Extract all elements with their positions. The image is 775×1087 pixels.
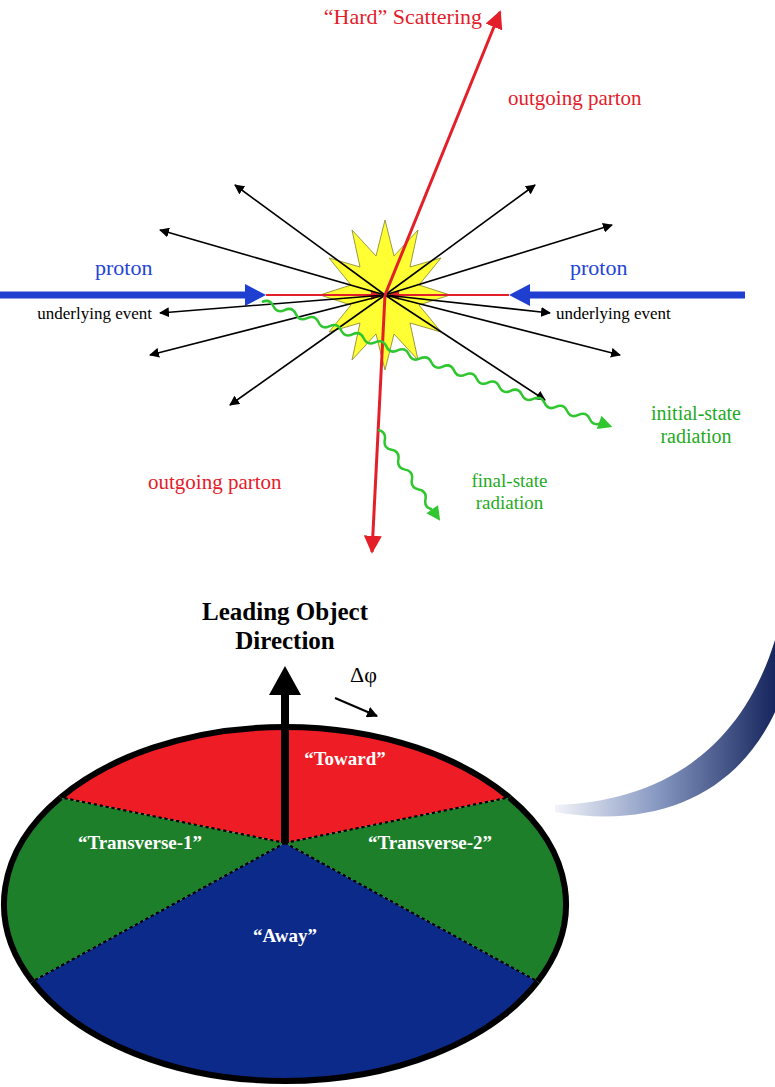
radiation-label: final-state radiation: [452, 470, 567, 514]
delta-phi-arrow: [335, 698, 377, 716]
region-label-holder: “Away”: [253, 925, 317, 947]
incoming-parton: [266, 294, 380, 296]
process-label: “Hard” Scattering: [324, 4, 482, 29]
parton-label: outgoing parton: [508, 86, 642, 110]
region-label: “Toward”: [304, 748, 386, 770]
region-label-holder: “Transverse-1”: [78, 832, 202, 854]
event-label: underlying event: [37, 304, 152, 324]
label-holder: Leading Object Direction: [155, 598, 415, 656]
label-holder: proton: [570, 255, 627, 280]
radiation-label: initial-state radiation: [622, 402, 770, 448]
wave-arrowhead: [426, 505, 445, 524]
sector-fill: [32, 843, 537, 1081]
beam-label: proton: [95, 255, 152, 280]
wavy-line: [261, 299, 602, 426]
angle-label: Δφ: [350, 662, 377, 687]
outgoing-parton-arrow: [385, 12, 500, 295]
label-holder: final-state radiation: [452, 470, 567, 514]
event-label: underlying event: [556, 304, 671, 324]
label-holder: Δφ: [350, 662, 377, 687]
sector-divider: [285, 843, 538, 982]
ray: [235, 185, 385, 295]
label-holder: underlying event: [556, 304, 671, 324]
outgoing-parton-arrow: [372, 295, 385, 552]
region-label: “Transverse-2”: [368, 832, 492, 854]
ray: [150, 295, 385, 355]
label-holder: outgoing parton: [148, 470, 282, 494]
label-holder: proton: [95, 255, 152, 280]
label-holder: “Hard” Scattering: [324, 4, 482, 29]
beam-label: proton: [570, 255, 627, 280]
proton-beam: [0, 292, 247, 299]
label-holder: outgoing parton: [508, 86, 642, 110]
beam-arrowhead: [509, 284, 530, 306]
region-label-holder: “Transverse-2”: [368, 832, 492, 854]
incoming-parton: [390, 294, 509, 296]
wave-arrowhead: [597, 416, 615, 434]
sector-group: [32, 843, 537, 1081]
ray: [385, 295, 545, 400]
sector-divider: [32, 843, 285, 982]
wavy-line: [376, 428, 435, 511]
disc-outline: [509, 797, 566, 981]
region-label-holder: “Toward”: [304, 748, 386, 770]
ray: [160, 230, 385, 295]
direction-heading: Leading Object Direction: [155, 598, 415, 656]
proton-beam: [528, 292, 745, 299]
disc-outline: [32, 982, 537, 1081]
label-holder: underlying event: [37, 304, 152, 324]
disc-outline: [4, 797, 61, 981]
ray: [230, 295, 385, 405]
leading-direction-arrow: [269, 666, 301, 843]
region-label: “Transverse-1”: [78, 832, 202, 854]
final-state-radiation-wave: [372, 426, 446, 525]
label-holder: initial-state radiation: [622, 402, 770, 448]
parton-label: outgoing parton: [148, 470, 282, 494]
decorative-swoosh: [555, 640, 775, 816]
region-label: “Away”: [253, 925, 317, 947]
